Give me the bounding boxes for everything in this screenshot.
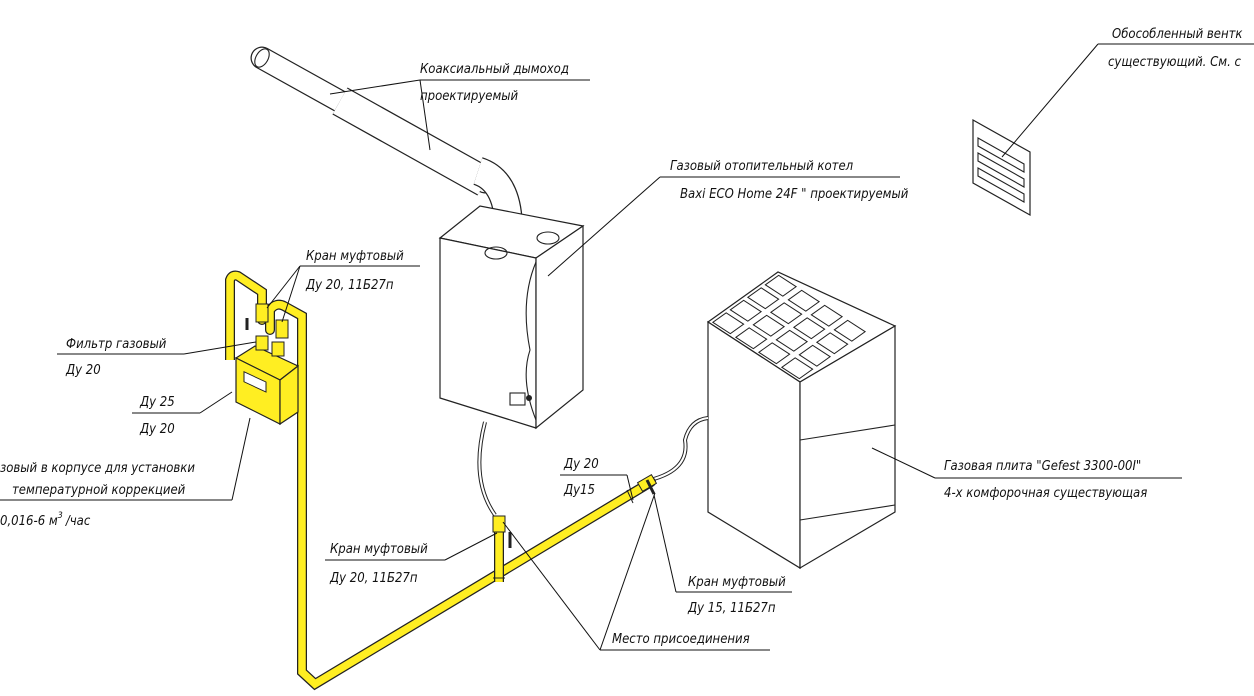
stove-label-line2: 4-х комфорочная существующая [944,486,1147,501]
burner-cell [711,312,745,335]
valve-right-label-line2: Ду 15, 11Б27п [687,601,776,616]
valve-right-label-line1: Кран муфтовый [688,575,786,590]
burner-cell [775,329,809,352]
valve-right [626,473,658,504]
valve-mid-label-line2: Ду 20, 11Б27п [329,571,418,586]
stove-label-line1: Газовая плита "Gefest 3300-00I" [944,459,1141,474]
burner-cell [787,289,821,312]
vent-label-line1: Обособленный вентк [1112,27,1243,42]
burner-cell [780,357,814,380]
gas-boiler [438,205,585,517]
burner-cell [734,327,768,350]
vent-label-line2: существующий. См. с [1108,55,1242,70]
burner-cell [752,314,786,337]
burner-cell [833,319,867,342]
meter-du-label-line2: Ду 20 [139,422,175,437]
valve-mid-label-line1: Кран муфтовый [330,542,428,557]
burner-cell [729,299,763,322]
burner-cell [810,304,844,327]
burner-cell [746,287,780,310]
leader-lines [0,43,1254,651]
gas-pipe [225,270,656,691]
filter-label-line2: Ду 20 [65,363,101,378]
burner-cell [764,274,798,297]
gas-meter [234,335,300,426]
ventilation-grille [972,118,1031,217]
meter-label-line2: температурной коррекцией [12,483,186,498]
valve-top-label-line1: Кран муфтовый [306,249,404,264]
meter-label-superscript: 3 [58,511,63,521]
chimney-label-line2: проектируемый [420,89,519,104]
meter-label-line1: зовый в корпусе для установки [0,461,195,476]
gas-stove [649,271,897,570]
burner-cell [757,342,791,365]
valve-top [245,303,289,339]
labels: Коаксиальный дымоход проектируемый Газов… [0,27,1243,647]
svg-text:0,016-6 м3/час: 0,016-6 м3/час [0,511,91,529]
filter-label-line1: Фильтр газовый [66,337,167,352]
burner-cell [792,317,826,340]
burner-cell [798,344,832,367]
connection-label: Место присоединения [612,632,750,647]
coaxial-chimney [250,46,523,241]
boiler-label-line1: Газовый отопительный котел [670,159,854,174]
meter-du-label-line1: Ду 25 [139,395,175,410]
boiler-label-line2: Baxi ECO Home 24F " проектируемый [680,187,909,202]
reducer-label-line1: Ду 20 [563,457,599,472]
valve-top-label-line2: Ду 20, 11Б27п [305,278,394,293]
meter-label-unit: /час [65,514,91,529]
reducer-label-line2: Ду15 [563,483,595,498]
burner-cell [815,332,849,355]
meter-label-flow: 0,016-6 м [0,514,58,529]
chimney-label-line1: Коаксиальный дымоход [420,62,569,77]
burner-cell [769,302,803,325]
